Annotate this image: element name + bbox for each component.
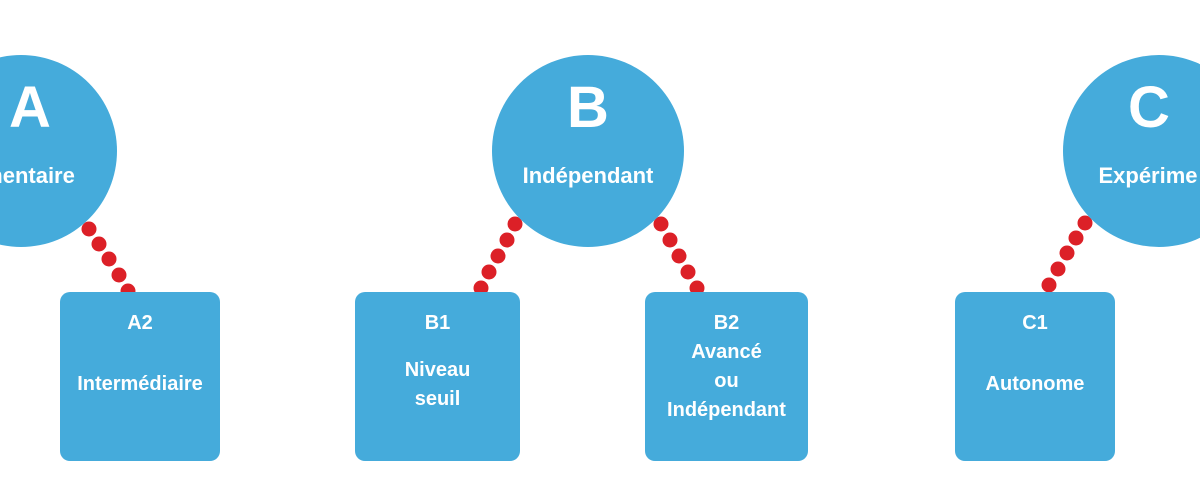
connector-b-to-b2: [653, 216, 705, 296]
sublevel-desc-c1: Autonome: [986, 370, 1085, 399]
sublevel-desc-line: seuil: [414, 388, 461, 410]
level-circle-a[interactable]: A mentaire: [0, 55, 117, 247]
sublevel-desc-a2: Intermédiaire: [77, 370, 203, 399]
level-label-c: Expérime: [1098, 163, 1198, 188]
sublevel-desc-line: Niveau: [404, 359, 471, 381]
sublevel-box-b1[interactable]: B1 Niveau seuil: [355, 292, 520, 461]
connector-a-to-a2: [81, 221, 136, 299]
sublevel-desc-line: Avancé: [691, 341, 762, 363]
level-label-b: Indépendant: [522, 163, 654, 188]
level-circle-b[interactable]: B Indépendant: [492, 55, 684, 247]
sublevel-box-b2[interactable]: B2 Avancé ou Indépendant: [645, 292, 808, 461]
sublevel-desc-line: Autonome: [985, 373, 1085, 395]
sublevel-box-a2[interactable]: A2 Intermédiaire: [60, 292, 220, 461]
sublevel-desc-b1: Niveau seuil: [405, 356, 471, 414]
sublevel-desc-line: Intermédiaire: [77, 373, 203, 395]
sublevel-code-a2: A2: [127, 312, 153, 334]
sublevel-code-b1: B1: [424, 312, 451, 334]
sublevel-code-b2: B2: [713, 312, 740, 334]
sublevel-desc-line: ou: [714, 370, 739, 392]
level-letter-b: B: [567, 75, 609, 140]
level-circle-c[interactable]: C Expérime: [1063, 55, 1200, 247]
level-letter-c: C: [1128, 75, 1170, 140]
level-label-a: mentaire: [0, 163, 75, 188]
sublevel-desc-line: Indépendant: [667, 399, 786, 421]
connector-c-to-c1: [1041, 215, 1093, 293]
level-letter-a: A: [9, 75, 51, 140]
sublevel-code-c1: C1: [1022, 312, 1048, 334]
sublevel-box-c1[interactable]: C1 Autonome: [955, 292, 1115, 461]
connector-b-to-b1: [473, 216, 523, 296]
sublevel-desc-b2: Avancé ou Indépendant: [667, 338, 786, 425]
